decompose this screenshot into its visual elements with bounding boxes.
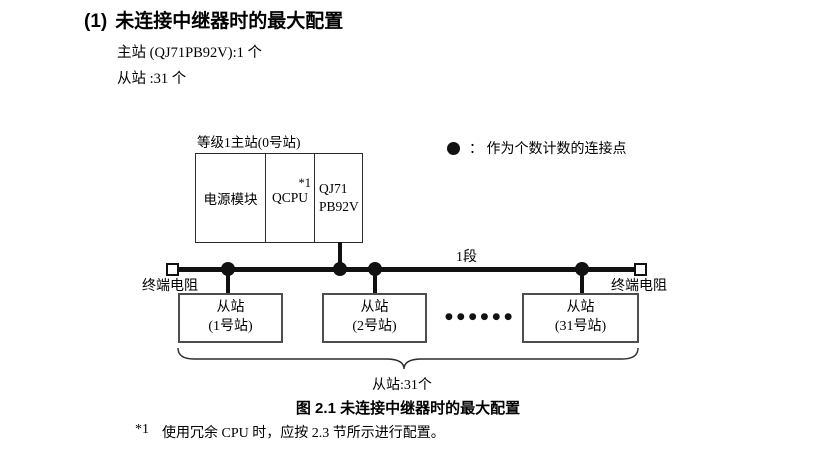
section-title: 未连接中继器时的最大配置 <box>115 11 344 32</box>
brace-label: 从站:31个 <box>372 378 432 393</box>
slave31-drop-line <box>580 270 584 294</box>
connection-point-dot-icon <box>575 262 589 276</box>
master-station-label: 等级1主站(0号站) <box>197 135 301 150</box>
master-station-box: 电源模块 *1 QCPU QJ71 PB92V <box>195 153 363 243</box>
bus-line <box>172 267 638 272</box>
qj71pb92v-line1: QJ71 <box>319 181 348 197</box>
slave31-line2: (31号站) <box>554 319 607 334</box>
master-count-line: 主站 (QJ71PB92V):1 个 <box>117 45 263 61</box>
slave-station-box-2: 从站 (2号站) <box>322 293 427 343</box>
slave1-line1: 从站 <box>216 300 245 316</box>
section-number: (1) <box>84 11 108 32</box>
ellipsis-dots: ●●●●●● <box>445 312 517 322</box>
slave-station-box-1: 从站 (1号站) <box>178 293 283 343</box>
terminator-resistor-left-icon <box>166 263 179 276</box>
slave31-line1: 从站 <box>566 300 595 316</box>
slave2-line2: (2号站) <box>352 319 397 334</box>
segment-label: 1段 <box>456 250 477 265</box>
master-drop-line <box>338 242 342 268</box>
qj71pb92v-module-cell: QJ71 PB92V <box>315 154 362 242</box>
slave2-line1: 从站 <box>360 300 389 316</box>
qj71pb92v-line2: PB92V <box>319 199 359 214</box>
slave-station-box-31: 从站 (31号站) <box>522 293 639 343</box>
figure-caption: 图 2.1 未连接中继器时的最大配置 <box>295 400 521 417</box>
qcpu-module-name: QCPU <box>271 190 308 205</box>
slave2-drop-line <box>373 270 377 294</box>
power-supply-module-name: 电源模块 <box>203 192 258 207</box>
footnote-text: 使用冗余 CPU 时，应按 2.3 节所示进行配置。 <box>162 426 445 441</box>
terminator-resistor-right-icon <box>634 263 647 276</box>
connection-point-dot-icon <box>333 262 347 276</box>
slave1-drop-line <box>226 270 230 294</box>
footnote-marker: *1 <box>135 422 149 437</box>
connection-point-dot-icon <box>221 262 235 276</box>
connection-point-icon <box>447 141 460 155</box>
slave-count-line: 从站 :31 个 <box>117 71 187 87</box>
brace-shape <box>177 347 639 370</box>
section-heading: (1) 未连接中继器时的最大配置 <box>84 11 343 33</box>
terminator-label-right: 终端电阻 <box>611 279 667 294</box>
legend: ： 作为个数计数的连接点 <box>447 138 627 158</box>
footnote: *1 使用冗余 CPU 时，应按 2.3 节所示进行配置。 <box>135 422 445 442</box>
slave1-line2: (1号站) <box>208 319 253 334</box>
terminator-label-left: 终端电阻 <box>142 279 198 294</box>
power-supply-module-cell: 电源模块 <box>196 154 266 242</box>
footnote-ref-marker: *1 <box>298 176 312 190</box>
qcpu-module-cell: *1 QCPU <box>266 154 315 242</box>
connection-point-dot-icon <box>368 262 382 276</box>
legend-text: ： 作为个数计数的连接点 <box>469 142 627 157</box>
